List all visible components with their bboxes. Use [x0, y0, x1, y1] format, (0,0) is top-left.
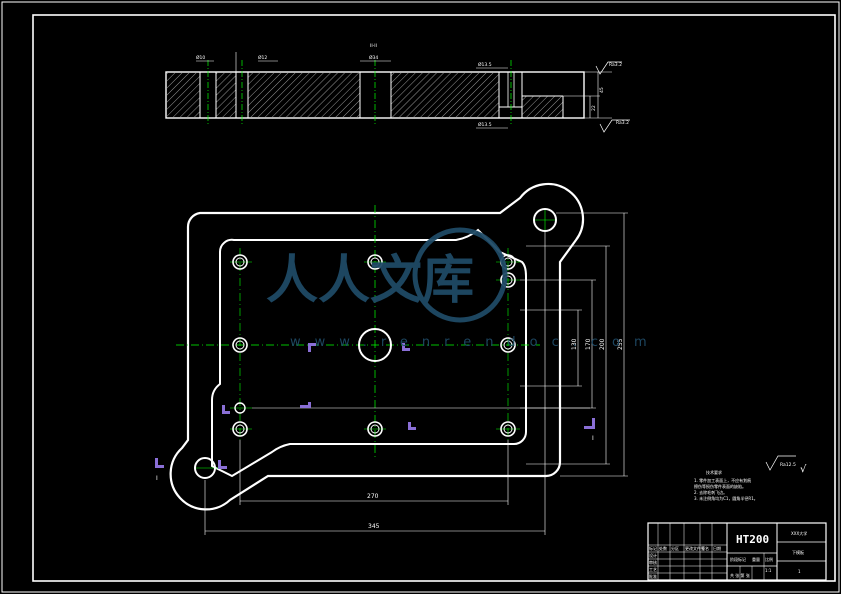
- tb-row-sign: 签名: [701, 545, 709, 551]
- section-markers: [155, 343, 595, 469]
- dim-overall-width: 345: [368, 523, 380, 530]
- guide-hole-top-right: [533, 208, 557, 232]
- center-bore: [358, 328, 392, 362]
- dim-hole-bottom: Ø13.5: [478, 121, 492, 128]
- dim-left-hole-a: Ø10: [196, 54, 205, 61]
- dim-left-hole-b: Ø12: [258, 54, 267, 61]
- stage-label: 阶段标记: [730, 556, 746, 562]
- dim-counterbore: Ø13.5: [478, 61, 492, 68]
- dim-hole-spacing: 270: [367, 493, 379, 500]
- notes-line-3: 2. 去除毛刺飞边。: [694, 489, 727, 495]
- watermark-text: 人人文库: [266, 250, 474, 311]
- section-view: [165, 52, 630, 133]
- tb-row-count: 处数: [659, 545, 667, 551]
- roughness-general: Ra12.5: [780, 462, 796, 468]
- holes: [194, 208, 557, 479]
- process-label: 工艺: [649, 567, 657, 572]
- sheet-count: 共 张 第 张: [730, 572, 750, 578]
- title-block: [647, 522, 827, 581]
- tb-row-mark: 标记: [649, 545, 657, 551]
- tb-row-zone: 分区: [671, 545, 679, 551]
- approve-label: 批准: [649, 573, 657, 579]
- tb-row-date: 日期: [713, 545, 721, 551]
- section-mark-right: I: [592, 435, 594, 442]
- watermark: 人人文库 www.renrendoc.com: [266, 227, 661, 350]
- roughness-top: Ra3.2: [609, 62, 622, 68]
- section-mark-left: I: [156, 475, 158, 482]
- weight-label: 重量: [752, 556, 760, 562]
- dim-height-c: 130: [571, 338, 578, 350]
- part-name: 下模板: [792, 549, 804, 555]
- part-code: HT200: [736, 533, 769, 546]
- guide-hole-bottom-left: [194, 457, 216, 479]
- notes-heading: 技术要求: [706, 469, 722, 475]
- roughness-check-icon: √: [800, 464, 807, 475]
- tb-row-doc: 更改文件号: [685, 545, 705, 551]
- dim-top-bore: Ø34: [369, 54, 378, 61]
- notes-line-4: 3. 未注倒角均为C1，圆角半径R1。: [694, 495, 758, 501]
- notes-line-1: 1. 零件加工表面上，不应有划痕: [694, 477, 751, 483]
- notes-line-2: 擦伤等损伤零件表面的缺陷。: [694, 483, 746, 489]
- dim-thickness-b: 22: [591, 105, 597, 111]
- watermark-logo-ring: [412, 227, 508, 323]
- checker-label: 审核: [649, 559, 657, 565]
- school-name: XXX大学: [791, 530, 807, 536]
- designer-label: 设计: [649, 552, 657, 558]
- section-label: II-II: [370, 43, 377, 49]
- dim-height-overall: 255: [617, 338, 624, 350]
- scale-label: 比例: [765, 556, 773, 562]
- dim-height-a: 200: [599, 338, 606, 350]
- dim-thickness-a: 45: [599, 87, 605, 93]
- watermark-url: www.renrendoc.com: [290, 335, 661, 350]
- roughness-bottom: Ra3.2: [616, 120, 629, 126]
- sheet-number: 1: [798, 569, 801, 574]
- inner-frame: [32, 14, 836, 582]
- scale-value: 1:1: [765, 568, 772, 573]
- dim-height-b: 170: [585, 338, 592, 350]
- roughness-general-symbol: [765, 455, 796, 471]
- technical-notes: 技术要求 1. 零件加工表面上，不应有划痕 擦伤等损伤零件表面的缺陷。 2. 去…: [694, 469, 758, 501]
